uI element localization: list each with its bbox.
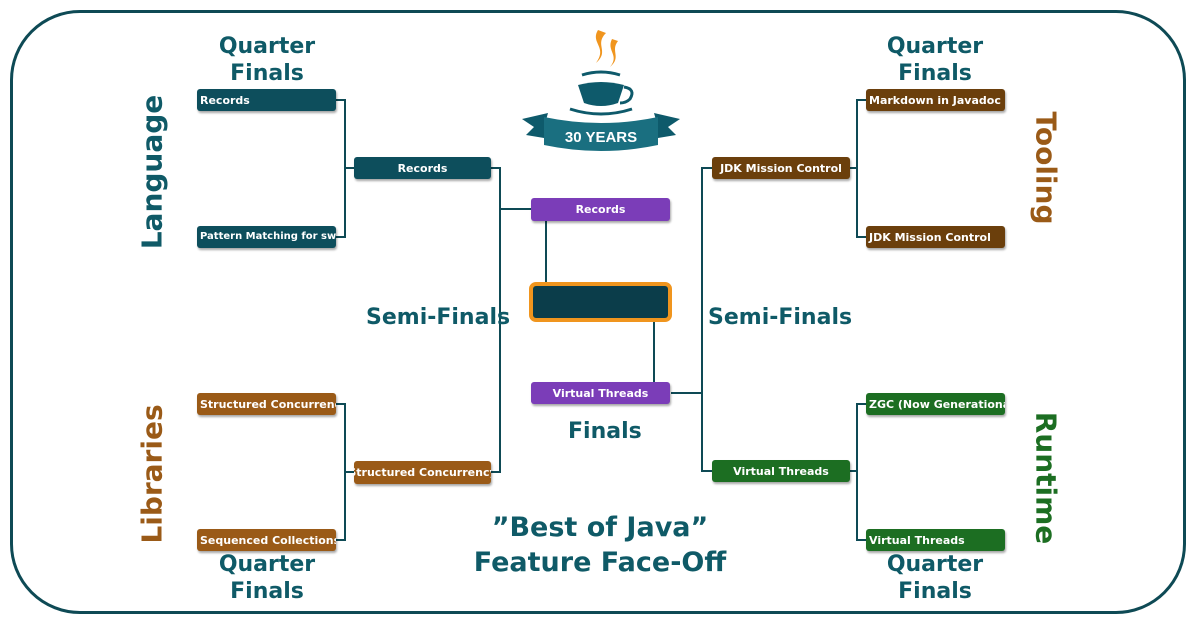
language-qf-2: Pattern Matching for switch <box>197 226 336 248</box>
tooling-qf-1: Markdown in Javadoc <box>866 89 1005 111</box>
qf-header-line2: Finals <box>230 61 304 86</box>
runtime-qf-2: Virtual Threads <box>866 529 1005 551</box>
qf-header-line1: Quarter <box>218 34 316 59</box>
qf-header-line1: Quarter <box>218 552 316 577</box>
page-title: ”Best of Java” Feature Face-Off <box>440 510 760 580</box>
qf-header-left-bottom: Quarter Finals <box>202 551 332 605</box>
semi-finals-label-right: Semi-Finals <box>708 305 853 330</box>
title-line2: Feature Face-Off <box>473 547 727 578</box>
libraries-qf-2: Sequenced Collections <box>197 529 336 551</box>
qf-header-right-bottom: Quarter Finals <box>870 551 1000 605</box>
libraries-qf-1: Structured Concurrency <box>197 393 336 415</box>
tooling-qf-2: JDK Mission Control <box>866 226 1005 248</box>
runtime-sf: Virtual Threads <box>712 460 850 482</box>
rounded-frame <box>10 10 1186 614</box>
category-runtime: Runtime <box>1029 411 1063 545</box>
category-tooling: Tooling <box>1029 111 1063 225</box>
libraries-sf: Structured Concurrency <box>354 461 491 484</box>
qf-header-line2: Finals <box>898 61 972 86</box>
category-libraries: Libraries <box>135 404 169 544</box>
runtime-qf-1: ZGC (Now Generational) <box>866 393 1005 415</box>
title-line1: ”Best of Java” <box>491 512 709 543</box>
semi-finals-label-left: Semi-Finals <box>366 305 511 330</box>
category-language: Language <box>135 94 169 250</box>
language-qf-1: Records <box>197 89 336 111</box>
language-sf: Records <box>354 157 491 179</box>
finalist-bottom: Virtual Threads <box>531 382 670 404</box>
qf-header-line1: Quarter <box>886 552 984 577</box>
qf-header-line2: Finals <box>230 579 304 604</box>
finalist-top: Records <box>531 198 670 221</box>
qf-header-line1: Quarter <box>886 34 984 59</box>
qf-header-left-top: Quarter Finals <box>202 33 332 87</box>
java-30-years-logo: 30 YEARS <box>522 30 680 151</box>
finals-label: Finals <box>568 419 642 444</box>
qf-header-line2: Finals <box>898 579 972 604</box>
champion-box <box>529 282 672 322</box>
logo-years-text: 30 YEARS <box>565 129 637 146</box>
tooling-sf: JDK Mission Control <box>712 157 850 179</box>
qf-header-right-top: Quarter Finals <box>870 33 1000 87</box>
